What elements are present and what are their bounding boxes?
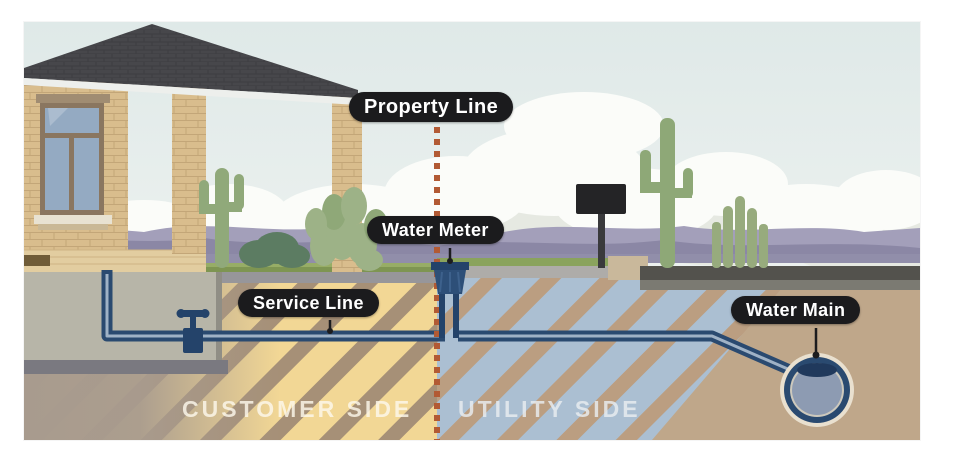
organ-pipe-cactus <box>712 196 768 268</box>
water-main-label-text: Water Main <box>746 300 846 320</box>
meter-lid <box>431 262 469 270</box>
curb-grass <box>437 258 612 266</box>
roof <box>24 24 358 98</box>
road-base <box>640 280 920 290</box>
sign-post <box>598 212 605 268</box>
shutoff-valve <box>176 309 210 353</box>
wall-base <box>24 250 206 272</box>
customer-side-caption: CUSTOMER SIDE <box>182 396 413 422</box>
road <box>640 266 920 280</box>
porch-pillar-left <box>172 86 206 254</box>
water-meter-label: Water Meter <box>367 216 504 244</box>
desert-bush <box>239 232 310 268</box>
service-line-label-text: Service Line <box>253 293 364 313</box>
utility-side-caption: UTILITY SIDE <box>458 396 641 422</box>
water-main-pipe <box>780 353 854 427</box>
soil-ledge <box>222 272 437 283</box>
saguaro-cactus-left <box>199 168 244 268</box>
sidewalk <box>437 264 640 278</box>
service-line-pipe <box>101 270 802 380</box>
house <box>24 24 362 374</box>
sign-board <box>576 184 626 214</box>
property-line-label-text: Property Line <box>364 96 499 118</box>
roof-fascia <box>24 78 358 105</box>
window-header <box>36 94 110 103</box>
yard-grass <box>174 263 437 283</box>
water-main-label: Water Main <box>731 296 861 324</box>
utility-sign <box>576 184 626 268</box>
window <box>34 94 112 230</box>
valve-body <box>183 328 203 353</box>
saguaro-cactus-right <box>640 118 693 268</box>
label-pointers <box>327 248 820 359</box>
water-meter-label-text: Water Meter <box>382 220 489 240</box>
water-meter-device <box>431 262 469 338</box>
service-line-label: Service Line <box>238 289 379 317</box>
property-line-label: Property Line <box>349 92 514 122</box>
footing <box>24 360 228 374</box>
street-surface <box>437 256 920 290</box>
foundation-vent <box>24 255 50 266</box>
valve-handle <box>179 310 207 317</box>
window-sill <box>34 215 112 224</box>
